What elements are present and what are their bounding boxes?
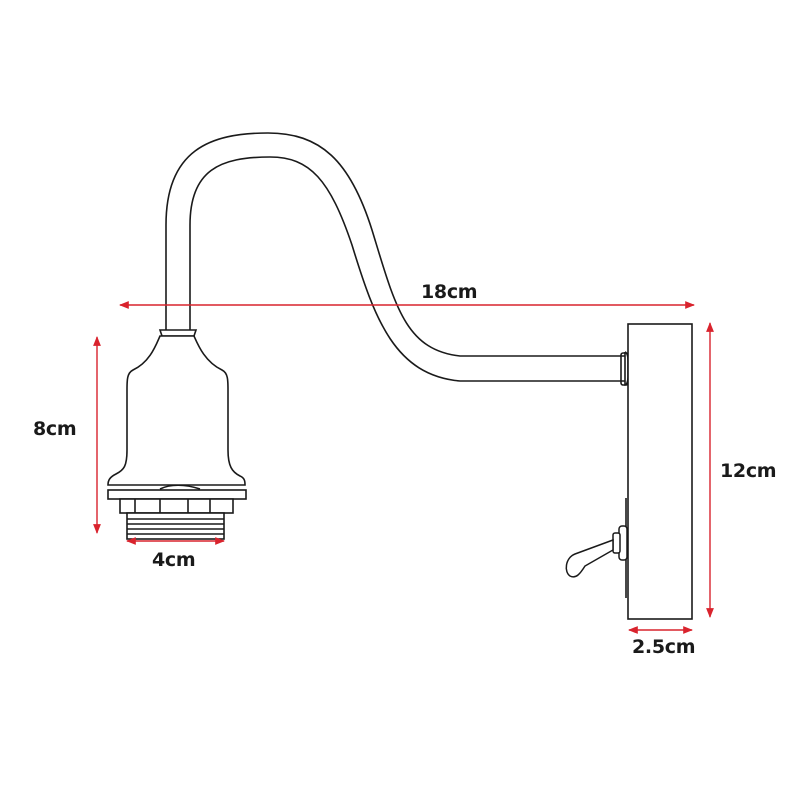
backplate-height-label: 12cm [720,460,777,482]
toggle-switch [565,525,628,578]
gooseneck-arm [165,132,630,386]
holder-width-label: 4cm [152,549,196,571]
backplate [625,323,693,620]
backplate-depth-label: 2.5cm [632,636,696,658]
lamp-holder [107,329,247,540]
arm-length-label: 18cm [421,281,478,303]
holder-height-label: 8cm [33,418,77,440]
dimension-lines [93,301,714,634]
